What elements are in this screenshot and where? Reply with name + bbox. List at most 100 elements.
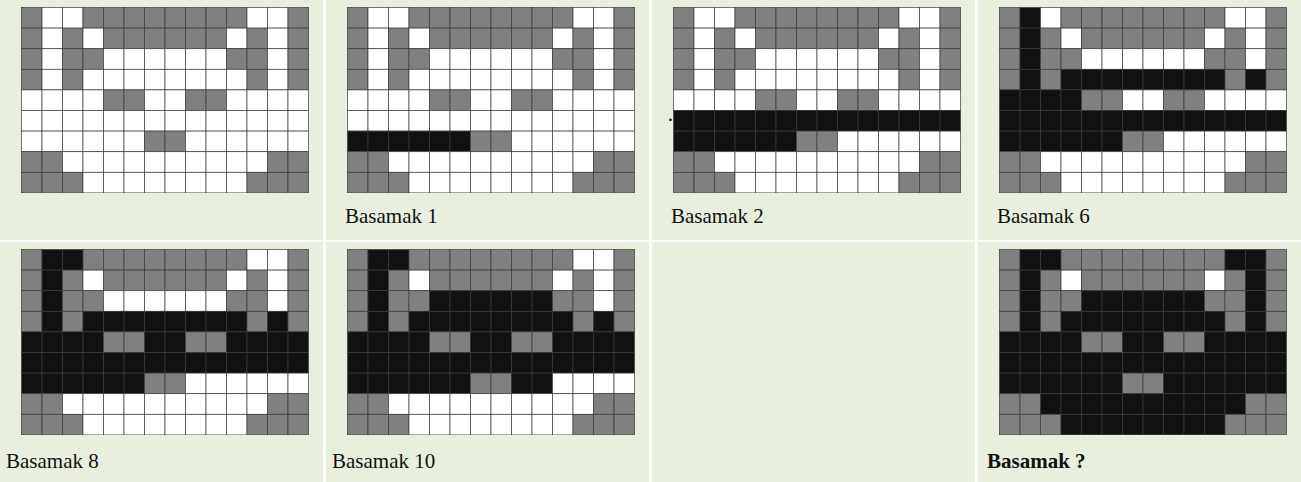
pixel-cell — [614, 373, 635, 394]
pixel-cell — [186, 332, 207, 353]
pixel-cell — [1082, 353, 1103, 374]
pixel-cell — [715, 49, 736, 70]
pixel-cell — [1102, 152, 1123, 173]
pixel-cell — [594, 49, 615, 70]
pixel-cell — [756, 90, 777, 111]
pixel-cell — [512, 90, 533, 111]
pixel-cell — [450, 172, 471, 193]
pixel-cell — [124, 311, 145, 332]
ellipsis: … — [667, 103, 688, 126]
pixel-cell — [145, 8, 166, 29]
pixel-cell — [430, 291, 451, 312]
pixel-cell — [797, 111, 818, 132]
pixel-cell — [838, 172, 859, 193]
pixel-cell — [247, 111, 268, 132]
pixel-cell — [83, 394, 104, 415]
pixel-cell — [450, 111, 471, 132]
pixel-cell — [553, 353, 574, 374]
pixel-cell — [1102, 353, 1123, 374]
pixel-cell — [715, 111, 736, 132]
pixel-cell — [899, 90, 920, 111]
pixel-cell — [1000, 250, 1021, 271]
pixel-cell — [1225, 49, 1246, 70]
pixel-cell — [227, 373, 248, 394]
pixel-cell — [1143, 332, 1164, 353]
pixel-cell — [920, 8, 941, 29]
pixel-cell — [1246, 49, 1267, 70]
pixel-cell — [186, 69, 207, 90]
pixel-cell — [940, 111, 961, 132]
pixel-cell — [268, 8, 289, 29]
pixel-cell — [1102, 394, 1123, 415]
pixel-cell — [899, 28, 920, 49]
pixel-cell — [22, 49, 43, 70]
pixel-cell — [288, 8, 309, 29]
pixel-cell — [450, 69, 471, 90]
pixel-cell — [491, 332, 512, 353]
pixel-cell — [63, 270, 84, 291]
pixel-cell — [940, 49, 961, 70]
pixel-cell — [368, 69, 389, 90]
pixel-cell — [532, 49, 553, 70]
pixel-cell — [838, 28, 859, 49]
pixel-cell — [389, 172, 410, 193]
pixel-cell — [940, 172, 961, 193]
pixel-cell — [735, 90, 756, 111]
pixel-cell — [512, 172, 533, 193]
pixel-cell — [124, 332, 145, 353]
pixel-cell — [553, 172, 574, 193]
pixel-cell — [1102, 28, 1123, 49]
pixel-cell — [1061, 332, 1082, 353]
pixel-cell — [1184, 172, 1205, 193]
pixel-cell — [389, 28, 410, 49]
pixel-cell — [1000, 8, 1021, 29]
pixel-cell — [1020, 250, 1041, 271]
pixel-cell — [512, 332, 533, 353]
pixel-cell — [104, 152, 125, 173]
pixel-cell — [22, 152, 43, 173]
pixel-cell — [776, 28, 797, 49]
pixel-cell — [471, 90, 492, 111]
pixel-cell — [1246, 28, 1267, 49]
pixel-cell — [83, 311, 104, 332]
pixel-cell — [227, 152, 248, 173]
pixel-cell — [389, 131, 410, 152]
pixel-cell — [512, 311, 533, 332]
pixel-cell — [1000, 90, 1021, 111]
pixel-cell — [1164, 414, 1185, 435]
pixel-cell — [553, 394, 574, 415]
pixel-cell — [1225, 311, 1246, 332]
pixel-cell — [145, 28, 166, 49]
pixel-cell — [491, 353, 512, 374]
pixel-cell — [430, 131, 451, 152]
pixel-cell — [1041, 373, 1062, 394]
pixel-cell — [594, 172, 615, 193]
pixel-cell — [22, 111, 43, 132]
pixel-cell — [1225, 111, 1246, 132]
pixel-cell — [1164, 332, 1185, 353]
pixel-cell — [247, 291, 268, 312]
pixel-cell — [614, 353, 635, 374]
pixel-cell — [206, 131, 227, 152]
pixel-cell — [124, 49, 145, 70]
pixel-cell — [471, 373, 492, 394]
pixel-cell — [288, 250, 309, 271]
pixel-cell — [1225, 172, 1246, 193]
pixel-cell — [512, 28, 533, 49]
pixel-cell — [288, 394, 309, 415]
pixel-cell — [430, 8, 451, 29]
pixel-cell — [1061, 131, 1082, 152]
pixel-cell — [1184, 311, 1205, 332]
pixel-cell — [145, 152, 166, 173]
pixel-cell — [268, 49, 289, 70]
pixel-cell — [1164, 311, 1185, 332]
pixel-cell — [1000, 69, 1021, 90]
pixel-cell — [247, 172, 268, 193]
pixel-cell — [1020, 69, 1041, 90]
pixel-cell — [1164, 291, 1185, 312]
pixel-cell — [22, 131, 43, 152]
pixel-cell — [920, 111, 941, 132]
pixel-cell — [1082, 270, 1103, 291]
pixel-cell — [348, 373, 369, 394]
pixel-cell — [227, 172, 248, 193]
